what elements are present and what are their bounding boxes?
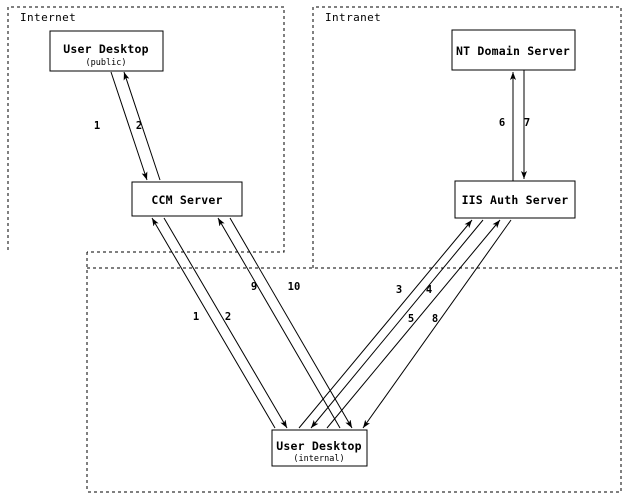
zone-boundaries: Internet Intranet <box>7 6 622 493</box>
node-title-user-desktop-internal: User Desktop <box>276 439 361 453</box>
node-user-desktop-public[interactable]: User Desktop (public) <box>49 30 164 72</box>
node-user-desktop-internal[interactable]: User Desktop (internal) <box>271 429 368 467</box>
node-subtitle-user-desktop-public: (public) <box>86 58 127 68</box>
step-label-3: 3 <box>396 284 402 296</box>
zone-internet-border <box>7 6 285 253</box>
step-labels: 1 2 1 2 9 10 3 4 5 8 6 7 <box>94 117 530 325</box>
zone-intranet-label: Intranet <box>325 11 381 24</box>
flow-line-3 <box>298 219 473 429</box>
flow-line-5 <box>326 219 501 429</box>
step-label-5: 5 <box>408 313 414 325</box>
step-label-1-internal: 1 <box>193 311 199 323</box>
node-title-user-desktop-public: User Desktop <box>63 42 148 56</box>
node-title-nt-domain-server: NT Domain Server <box>456 44 570 58</box>
flow-line-2-internal <box>163 217 288 429</box>
node-box-nt-domain-server[interactable] <box>451 29 576 71</box>
node-box-iis-auth-server[interactable] <box>454 180 576 219</box>
step-label-2-internal: 2 <box>225 311 231 323</box>
flow-line-1-internal <box>151 217 276 429</box>
step-label-4: 4 <box>426 284 432 296</box>
step-label-10: 10 <box>288 281 301 293</box>
flow-line-4 <box>310 219 484 429</box>
step-label-8: 8 <box>432 313 438 325</box>
node-title-ccm-server: CCM Server <box>151 193 222 207</box>
flow-line-1 <box>110 71 148 181</box>
flow-line-9 <box>217 217 341 429</box>
node-box-ccm-server[interactable] <box>131 181 243 217</box>
zone-intranet-border <box>87 6 622 493</box>
zone-internet-label: Internet <box>20 11 76 24</box>
step-label-2-public: 2 <box>136 120 142 132</box>
step-label-9: 9 <box>251 281 257 293</box>
node-nt-domain-server[interactable]: NT Domain Server <box>451 29 576 71</box>
step-label-1-public: 1 <box>94 120 100 132</box>
flow-line-10 <box>229 217 353 429</box>
node-title-iis-auth-server: IIS Auth Server <box>462 193 569 207</box>
node-box-user-desktop-public[interactable] <box>49 30 164 72</box>
flow-line-8 <box>362 219 512 429</box>
node-subtitle-user-desktop-internal: (internal) <box>293 454 344 464</box>
node-ccm-server[interactable]: CCM Server <box>131 181 243 217</box>
node-box-user-desktop-internal[interactable] <box>271 429 368 467</box>
flow-line-2 <box>123 71 161 181</box>
step-label-6: 6 <box>499 117 505 129</box>
step-label-7: 7 <box>524 117 530 129</box>
flow-lines <box>110 70 527 429</box>
node-iis-auth-server[interactable]: IIS Auth Server <box>454 180 576 219</box>
